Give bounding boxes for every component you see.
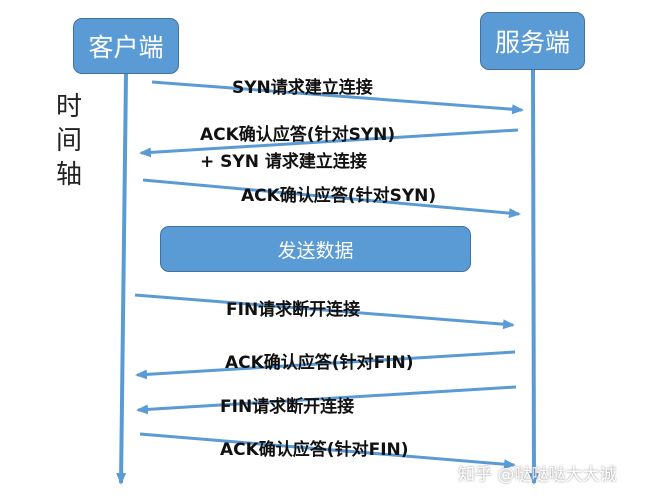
arrow-ack-fin (139, 432, 516, 470)
data-transfer-box: 发送数据 (160, 226, 471, 272)
arrow-ack-syn-back (139, 128, 519, 158)
message-label: SYN请求建立连接 (232, 78, 373, 98)
client-label: 客户端 (88, 33, 164, 62)
time-axis-char-2: 间 (56, 126, 83, 156)
watermark: 知乎 @哒哒哒大大诚 (458, 465, 617, 485)
time-axis-char-3: 轴 (56, 160, 83, 190)
message-label: ACK确认应答(针对FIN) (220, 440, 409, 460)
message-label: + SYN 请求建立连接 (200, 152, 367, 172)
server-timeline (528, 69, 539, 485)
time-axis-char-1: 时 (56, 92, 83, 122)
arrow-fin (134, 293, 515, 330)
arrow-ack-syn (142, 178, 521, 219)
server-label: 服务端 (494, 28, 570, 57)
arrow-ack-fin-back (135, 350, 516, 380)
data-transfer-label: 发送数据 (277, 239, 354, 262)
client-timeline (116, 73, 128, 485)
message-label: FIN请求断开连接 (226, 300, 361, 320)
arrow-fin-back (136, 385, 517, 415)
message-label: FIN请求断开连接 (220, 397, 355, 417)
server-box: 服务端 (480, 12, 585, 70)
message-label: ACK确认应答(针对FIN) (225, 353, 414, 373)
message-label: ACK确认应答(针对SYN) (241, 186, 437, 206)
message-label: ACK确认应答(针对SYN) (200, 125, 396, 145)
arrow-syn (151, 80, 524, 115)
client-box: 客户端 (73, 18, 179, 74)
